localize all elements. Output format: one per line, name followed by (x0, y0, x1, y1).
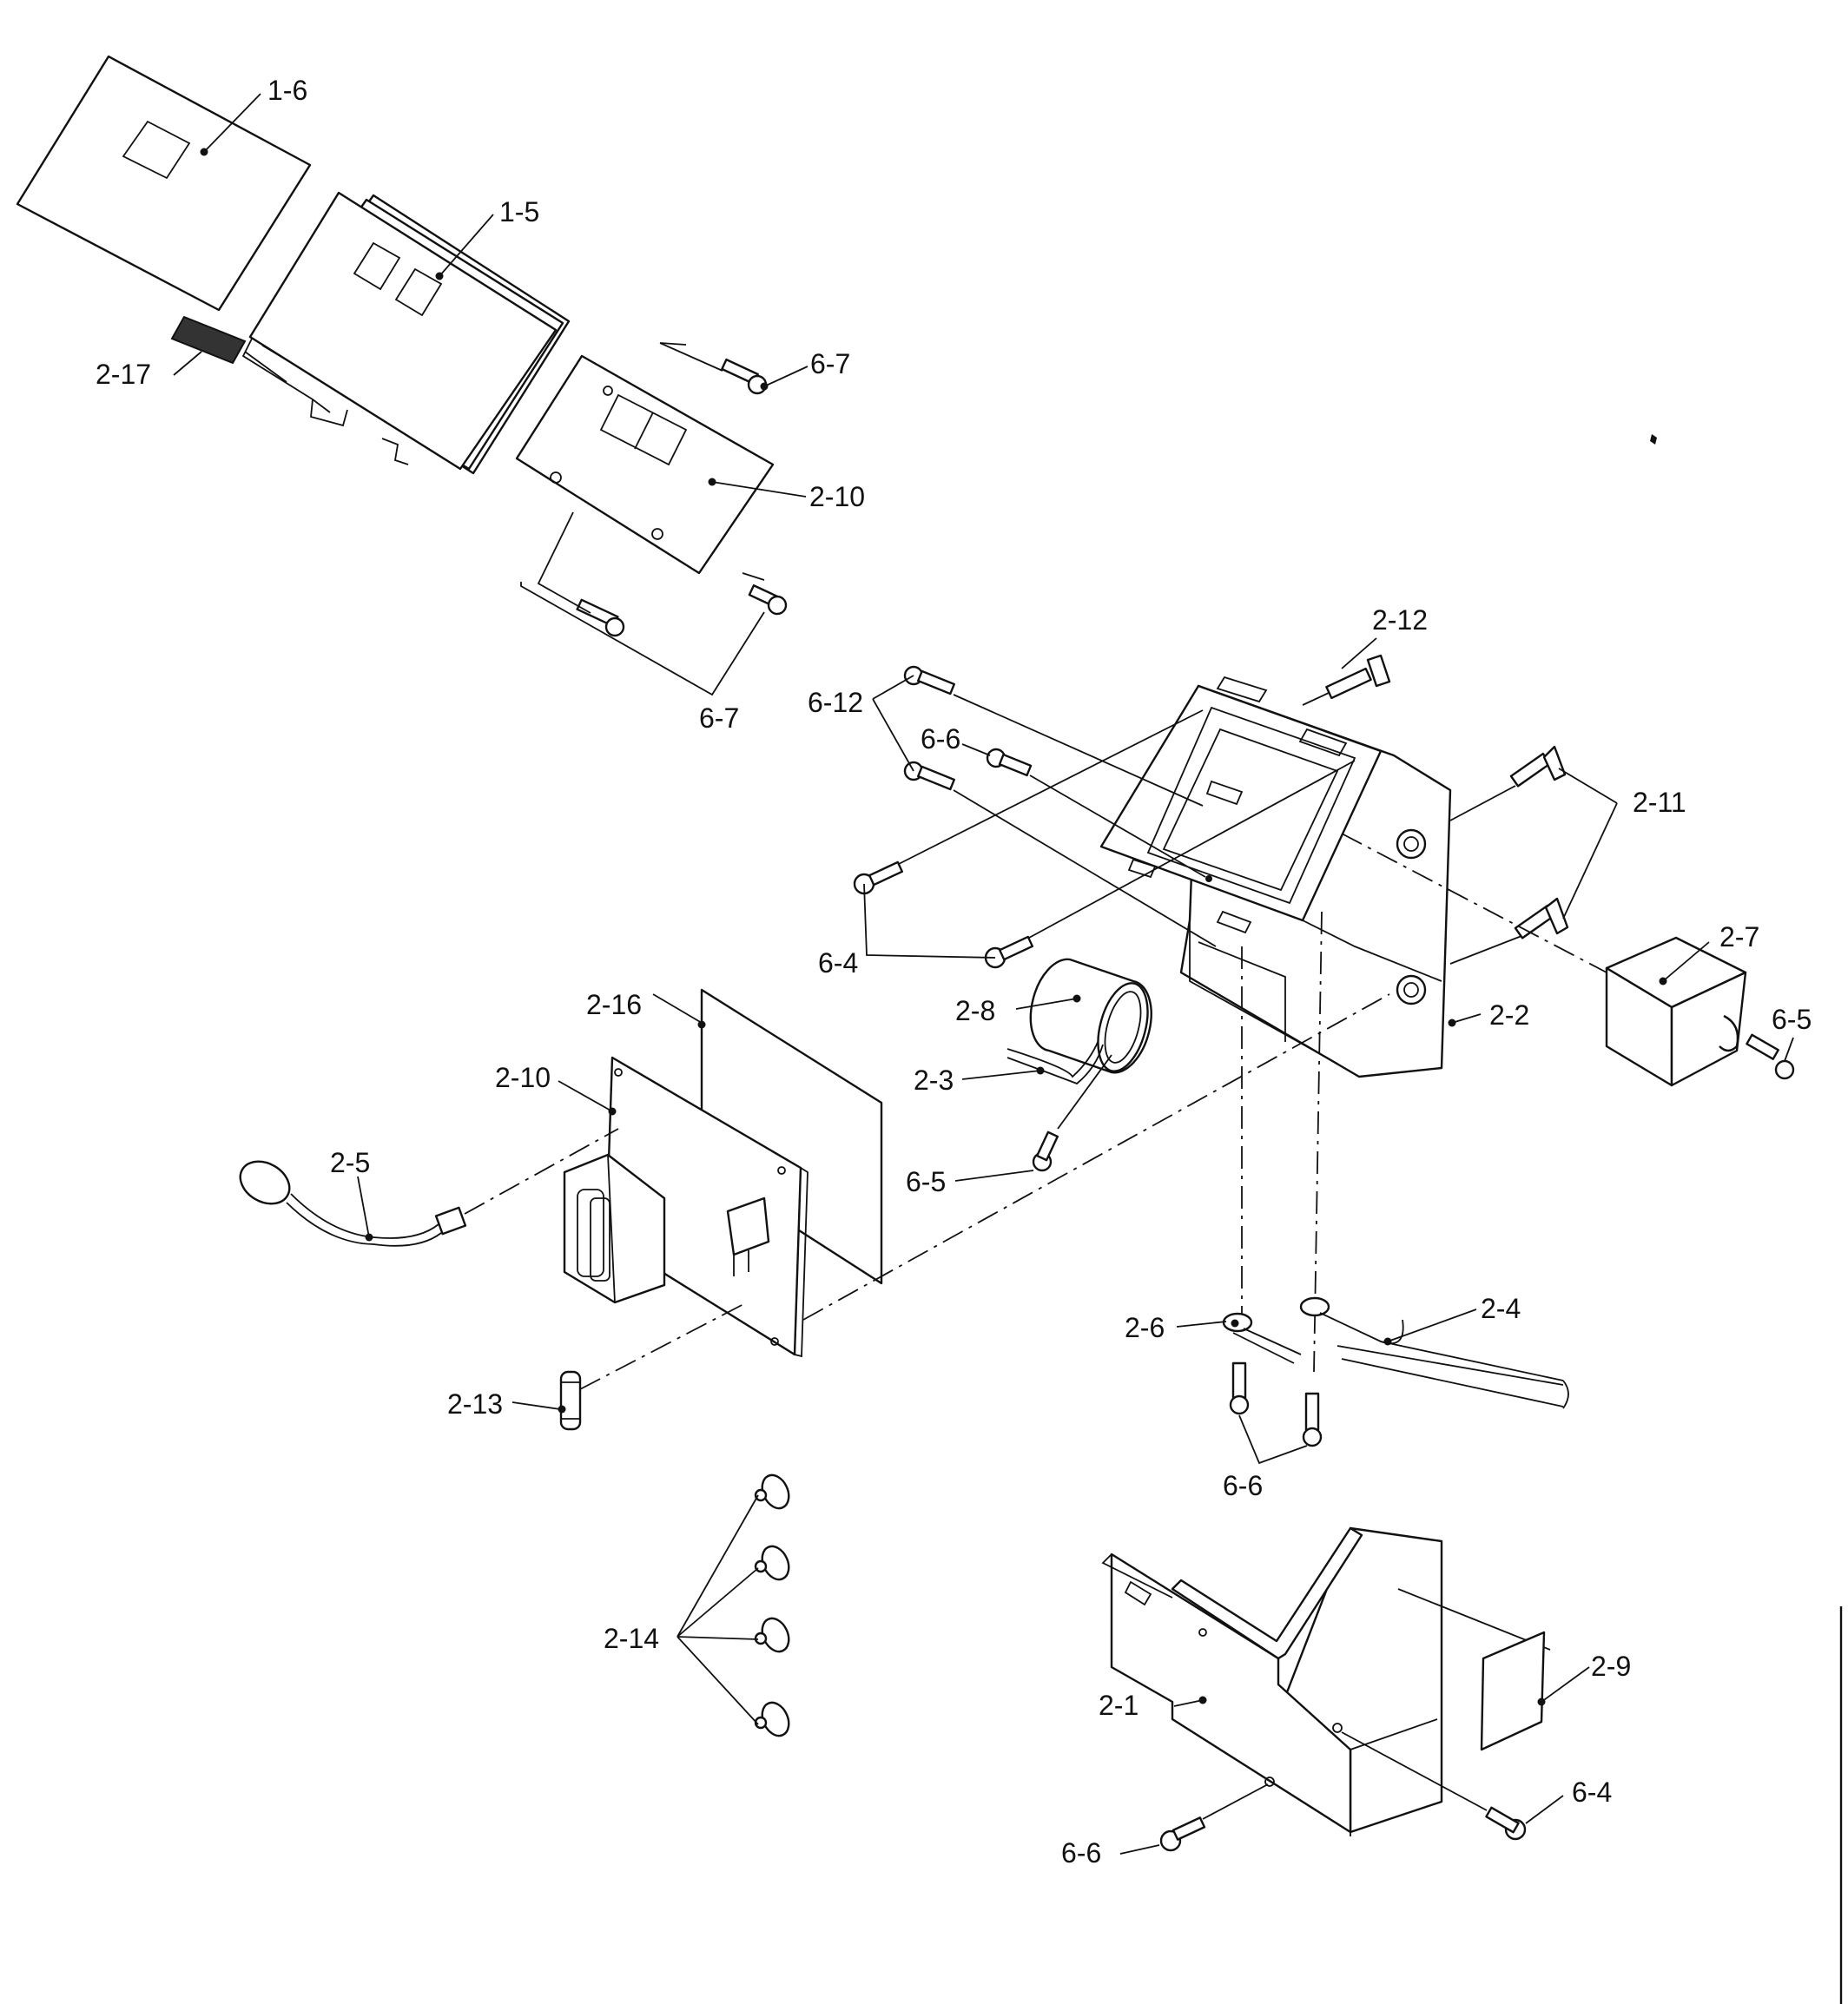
callout-2-11: 2-11 (1633, 787, 1686, 818)
callout-2-17: 2-17 (96, 359, 151, 390)
part-2-16-sheet (700, 988, 883, 1285)
screw-6-6-top (986, 748, 1206, 878)
callout-6-4-left: 6-4 (818, 947, 858, 979)
rivets-2-11 (1449, 745, 1569, 965)
part-2-3-wire (1006, 1039, 1104, 1085)
callout-2-13: 2-13 (447, 1388, 503, 1420)
callout-6-6-top: 6-6 (921, 723, 960, 755)
screws-6-6-mid (1229, 1361, 1323, 1465)
assembly-line-right-2 (1313, 911, 1323, 1373)
callout-2-12: 2-12 (1372, 604, 1428, 636)
part-2-1-enclosure (1101, 1526, 1551, 1836)
callout-2-8: 2-8 (955, 995, 995, 1026)
callout-2-1: 2-1 (1099, 1690, 1138, 1721)
callout-1-5: 1-5 (499, 196, 539, 227)
part-2-10-circuit-board (563, 1056, 808, 1358)
callout-2-6: 2-6 (1125, 1312, 1165, 1343)
callout-2-3: 2-3 (914, 1065, 954, 1096)
part-2-8-cylinder (1029, 958, 1152, 1074)
callout-2-14: 2-14 (604, 1623, 659, 1654)
callout-6-5-mid: 6-5 (906, 1166, 946, 1197)
part-2-7-box (1341, 833, 1747, 1087)
callout-6-7-bottom: 6-7 (699, 702, 739, 734)
clips-2-14 (754, 1473, 790, 1737)
callout-1-6: 1-6 (267, 75, 307, 106)
part-2-5-cable (239, 1128, 619, 1247)
screw-6-5-mid (1032, 1054, 1112, 1172)
callout-6-6-bottom: 6-6 (1061, 1837, 1101, 1869)
part-2-10-top-board (515, 354, 775, 575)
callout-2-2: 2-2 (1489, 999, 1529, 1031)
part-2-13-fuse (559, 1302, 748, 1431)
screw-6-4-right (1341, 1731, 1527, 1841)
part-2-17-strip (170, 315, 287, 383)
assembly-line-board-housing (802, 993, 1390, 1321)
screw-6-5-right (1746, 1033, 1795, 1080)
part-1-6-cover-sheet (16, 55, 312, 312)
callout-6-12: 6-12 (808, 687, 863, 718)
callout-6-7-top: 6-7 (810, 348, 850, 379)
part-1-5-panel-assembly (241, 191, 571, 475)
callout-6-6-mid: 6-6 (1223, 1470, 1263, 1501)
part-2-4-harness (1299, 1296, 1569, 1409)
callout-2-5: 2-5 (330, 1147, 370, 1178)
screw-6-6-bottom (1159, 1783, 1269, 1852)
leader-lines (173, 93, 1794, 1855)
callout-6-5-right: 6-5 (1772, 1004, 1812, 1035)
screw-6-7-top (659, 342, 768, 395)
part-2-2-bracket-housing (1099, 676, 1452, 1078)
callout-6-4-right: 6-4 (1572, 1777, 1612, 1808)
callout-2-10-board: 2-10 (495, 1062, 551, 1093)
stray-mark (1650, 434, 1657, 445)
callout-2-9: 2-9 (1591, 1651, 1631, 1682)
callout-labels: 1-6 1-5 2-17 6-7 2-10 6-7 2-12 6-12 6-6 … (96, 75, 1812, 1869)
callout-2-4: 2-4 (1481, 1293, 1521, 1324)
callout-2-16: 2-16 (586, 989, 642, 1020)
callout-2-7: 2-7 (1719, 921, 1759, 953)
part-2-9-label (1480, 1631, 1546, 1751)
screws-6-12 (903, 665, 1217, 947)
callout-2-10-top: 2-10 (809, 481, 865, 512)
screws-6-7-bottom (537, 511, 788, 637)
screws-6-4-left (853, 709, 1356, 969)
rivet-2-12 (1302, 654, 1391, 706)
